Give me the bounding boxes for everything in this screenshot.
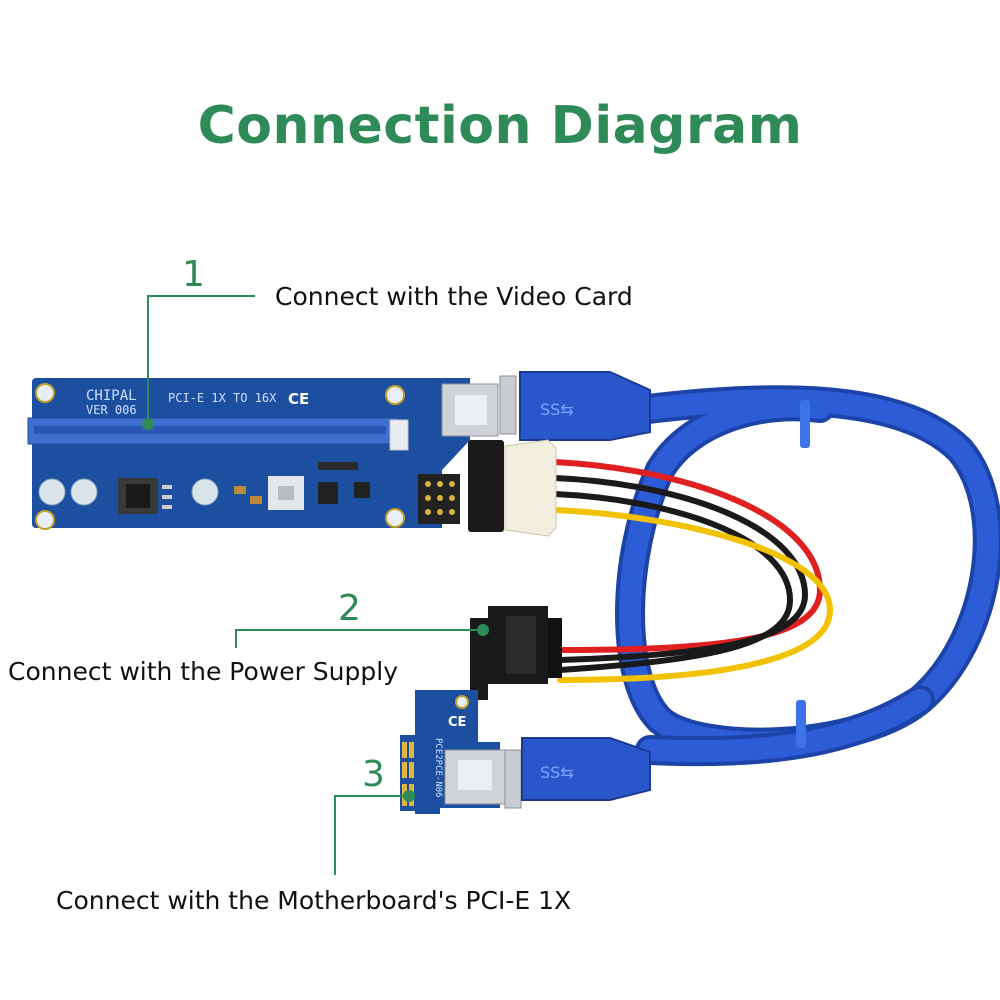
step-label-video-card: Connect with the Video Card <box>275 282 633 311</box>
adapter-ce-mark: CE <box>448 715 466 730</box>
step-number-1: 1 <box>182 254 205 295</box>
callout-dots <box>142 418 489 802</box>
svg-text:SS⇆: SS⇆ <box>540 763 574 782</box>
step-label-power-supply: Connect with the Power Supply <box>8 657 399 686</box>
usb-plug-top: SS⇆ <box>499 371 651 441</box>
callout-dot-2 <box>477 624 489 636</box>
callout-line-2 <box>235 629 483 648</box>
callout-line-1 <box>147 295 255 424</box>
step-label-motherboard: Connect with the Motherboard's PCI-E 1X <box>56 886 572 915</box>
step-number-3: 3 <box>362 754 385 795</box>
sata-connector <box>470 606 562 700</box>
callout-dot-1 <box>142 418 154 430</box>
callout-line-3 <box>334 795 409 875</box>
step-number-2: 2 <box>338 588 361 629</box>
callout-lines <box>147 295 483 875</box>
svg-text:SS⇆: SS⇆ <box>540 400 574 419</box>
adapter-board: CE PCE2PCE-N06 <box>400 690 506 814</box>
riser-version: VER 006 <box>86 403 137 417</box>
power-wires <box>552 459 834 683</box>
callout-dot-3 <box>403 790 415 802</box>
riser-brand: CHIPAL <box>86 388 137 404</box>
riser-model: PCI-E 1X TO 16X <box>168 391 277 405</box>
adapter-model: PCE2PCE-N06 <box>433 738 443 798</box>
usb-cable <box>615 385 1000 767</box>
usb-plug-bottom: SS⇆ <box>504 737 651 809</box>
molex-connector <box>468 439 557 537</box>
riser-ce-mark: CE <box>288 390 309 408</box>
page-title: Connection Diagram <box>197 96 803 156</box>
riser-board: CHIPAL VER 006 PCI-E 1X TO 16X CE <box>27 378 499 530</box>
